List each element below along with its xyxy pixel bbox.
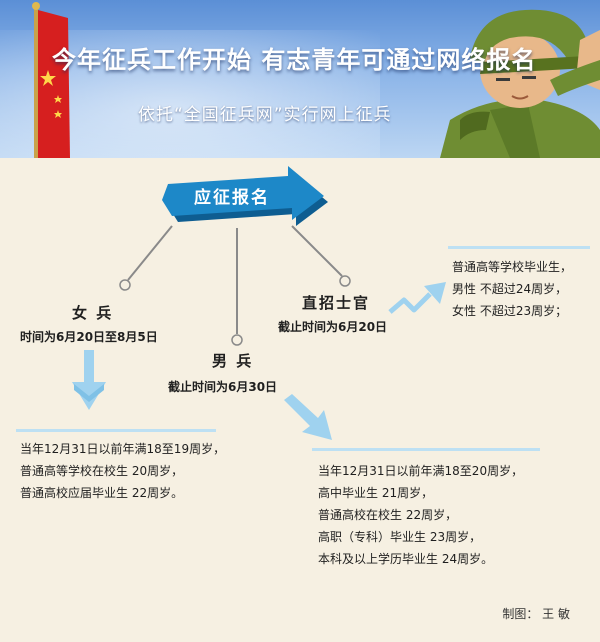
credit-text: 制图： 王 敏 <box>502 607 570 621</box>
male-label: 男 兵 <box>212 352 254 370</box>
connector-female <box>127 225 173 281</box>
connector-officer <box>291 225 343 277</box>
female-info-line: 普通高等学校在校生 20周岁， <box>20 464 184 478</box>
officer-deadline: 截止时间为6月20日 <box>278 320 388 334</box>
male-info-line: 高职（专科）毕业生 23周岁， <box>318 530 482 544</box>
officer-info-line: 女性 不超过23周岁； <box>452 304 568 318</box>
officer-label: 直招士官 <box>302 294 371 312</box>
officer-info: 普通高等学校毕业生， 男性 不超过24周岁， 女性 不超过23周岁； <box>452 256 572 322</box>
center-label: 应征报名 <box>194 188 270 208</box>
female-info-top-rule <box>16 429 216 432</box>
female-info: 当年12月31日以前年满18至19周岁， 普通高等学校在校生 20周岁， 普通高… <box>20 438 225 504</box>
node-officer <box>339 275 351 287</box>
page-subtitle: 依托“全国征兵网”实行网上征兵 <box>138 105 392 125</box>
male-info-top-rule <box>312 448 540 451</box>
officer-info-line: 男性 不超过24周岁， <box>452 282 568 296</box>
male-info-line: 普通高校在校生 22周岁， <box>318 508 458 522</box>
node-male <box>231 334 243 346</box>
female-info-line: 当年12月31日以前年满18至19周岁， <box>20 442 226 456</box>
center-arrow-shape <box>162 166 328 226</box>
male-info-line: 当年12月31日以前年满18至20周岁， <box>318 464 524 478</box>
officer-info-top-rule <box>448 246 590 249</box>
officer-zigzag-arrow <box>388 282 446 314</box>
female-deadline: 时间为6月20日至8月5日 <box>20 330 158 344</box>
male-down-arrow <box>284 394 332 440</box>
female-info-line: 普通高校应届毕业生 22周岁。 <box>20 486 184 500</box>
officer-info-line: 普通高等学校毕业生， <box>452 260 573 274</box>
male-info: 当年12月31日以前年满18至20周岁， 高中毕业生 21周岁， 普通高校在校生… <box>318 460 523 570</box>
soldier-illustration <box>440 9 600 158</box>
male-deadline: 截止时间为6月30日 <box>168 380 278 394</box>
female-down-arrow <box>72 350 106 410</box>
male-info-line: 本科及以上学历毕业生 24周岁。 <box>318 552 494 566</box>
male-info-line: 高中毕业生 21周岁， <box>318 486 434 500</box>
header-banner: 今年征兵工作开始 有志青年可通过网络报名 依托“全国征兵网”实行网上征兵 <box>0 0 600 158</box>
female-label: 女 兵 <box>72 304 114 322</box>
node-female <box>119 279 131 291</box>
page-title: 今年征兵工作开始 有志青年可通过网络报名 <box>52 46 537 74</box>
flag-icon <box>32 2 70 158</box>
